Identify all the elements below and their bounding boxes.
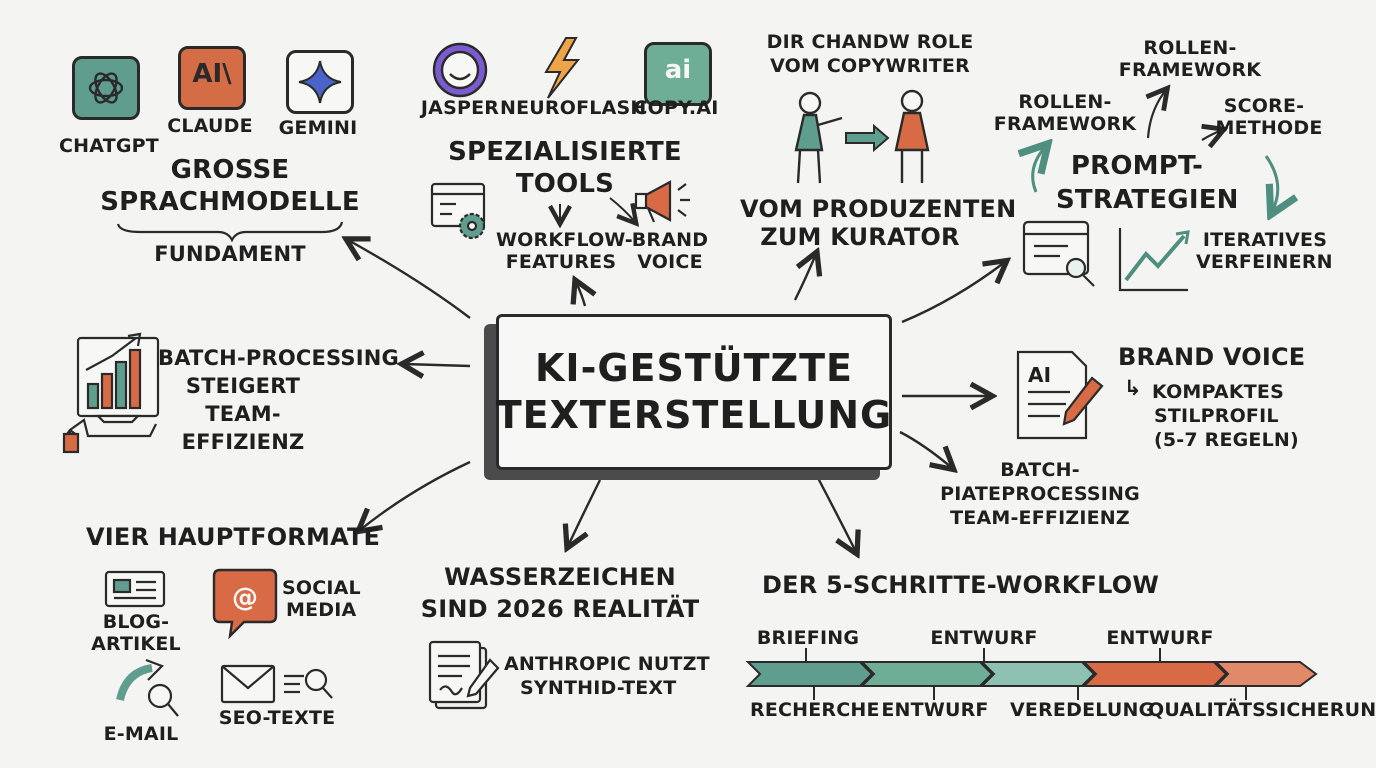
workflow-step-recherche: RECHERCHE — [750, 699, 880, 721]
arrow-to-watermark — [568, 479, 602, 546]
role-bottom-line1: VOM PRODUZENTEN — [740, 195, 1017, 223]
arrow-to-prompt — [901, 262, 1005, 324]
tools-title-line1: SPEZIALISIERTE — [448, 137, 682, 167]
rollen-top-line2: FRAMEWORK — [1118, 59, 1262, 81]
prompt-title-line1: PROMPT- — [1070, 151, 1204, 181]
tools-sub-workflow-2: FEATURES — [505, 251, 617, 273]
arrow-to-llm — [348, 240, 471, 319]
llm-title-line1: GROSSE — [170, 155, 290, 185]
watermark-title-line1: WASSERZEICHEN — [444, 563, 676, 591]
central-title-line1: KI-GESTÜTZTE — [534, 345, 853, 390]
jasper-label: JASPER — [420, 97, 500, 119]
arrow-to-workflow — [816, 477, 856, 552]
arrow-to-batch-left — [404, 364, 471, 366]
arrow-to-batch-right — [899, 430, 952, 468]
rollen-left-line2: FRAMEWORK — [993, 113, 1137, 135]
rising-chart-drawing — [1118, 228, 1190, 292]
arrow-to-formats — [360, 460, 471, 530]
batch-left-line1: BATCH-PROCESSING — [158, 346, 399, 370]
copyai-icon-text: ai — [664, 55, 692, 85]
workflow-ribbon — [745, 661, 1318, 687]
format-social-line2: MEDIA — [286, 599, 357, 621]
format-blog-line2: ARTIKEL — [91, 633, 181, 655]
rollen-left-line1: ROLLEN- — [1018, 91, 1112, 113]
batch-chart-drawing — [62, 332, 160, 454]
score-line1: SCORE- — [1223, 95, 1305, 117]
iterativ-line1: ITERATIVES — [1202, 229, 1328, 251]
chatgpt-label: CHATGPT — [59, 135, 159, 157]
tools-sub-brand-2: VOICE — [637, 251, 703, 273]
iterativ-line2: VERFEINERN — [1196, 251, 1333, 273]
batch-right-line3: TEAM-EFFIZIENZ — [950, 507, 1130, 529]
email-icon-drawing — [116, 658, 179, 717]
brand-voice-title: BRAND VOICE — [1118, 343, 1306, 371]
prompt-title-line2: STRATEGIEN — [1056, 185, 1239, 215]
gemini-label: GEMINI — [278, 117, 358, 139]
batch-right-line2: PIATEPROCESSING — [940, 483, 1140, 505]
arrow-to-tools — [576, 282, 585, 307]
role-arrow — [845, 123, 890, 153]
watermark-title-line2: SIND 2026 REALITÄT — [420, 595, 700, 623]
llm-brace — [116, 221, 344, 243]
copyai-icon[interactable]: ai — [644, 42, 712, 106]
workflow-step-briefing: BRIEFING — [756, 627, 860, 649]
workflow-gear-drawing — [430, 182, 486, 240]
watermark-sub-line1: ANTHROPIC NUTZT — [504, 653, 710, 675]
llm-subtitle: FUNDAMENT — [154, 242, 306, 266]
signed-document-drawing — [428, 640, 500, 710]
format-social-line1: SOCIAL — [282, 577, 361, 599]
brand-voice-arrow: ↳ — [1124, 376, 1142, 400]
claude-label: CLAUDE — [167, 115, 253, 137]
role-bottom-line2: ZUM KURATOR — [760, 223, 960, 251]
claude-icon[interactable]: AI\ — [178, 46, 246, 110]
formats-title: VIER HAUPTFORMATE — [86, 523, 381, 551]
tools-sub-brand-1: BRAND — [631, 229, 709, 251]
score-line2: METHODE — [1215, 117, 1323, 139]
seo-icon-drawing — [220, 664, 333, 704]
jasper-face-drawing — [432, 42, 488, 98]
brand-voice-line3: (5-7 REGELN) — [1154, 429, 1299, 451]
workflow-step-qualitaet: QUALITÄTSSICHERUNG — [1148, 699, 1376, 721]
batch-left-line3: TEAM- — [205, 402, 281, 426]
llm-title-line2: SPRACHMODELLE — [100, 187, 360, 217]
neuroflash-label: NEUROFLASH — [500, 97, 647, 119]
batch-left-line2: STEIGERT — [185, 374, 301, 398]
arrow-to-role — [793, 254, 816, 301]
doc-ai-label: AI — [1028, 363, 1052, 387]
neuroflash-bolt-drawing — [544, 37, 581, 99]
curator-figure — [894, 89, 930, 183]
svg-text:@: @ — [232, 583, 258, 613]
browser-search-drawing — [1022, 220, 1095, 287]
gemini-icon[interactable] — [286, 50, 354, 114]
workflow-step-entwurf-top2: ENTWURF — [1106, 627, 1214, 649]
central-topic-box[interactable]: KI-GESTÜTZTE TEXTERSTELLUNG — [496, 314, 892, 470]
copyai-label: COPY.AI — [633, 97, 719, 119]
central-title-line2: TEXTERSTELLUNG — [495, 393, 893, 437]
blog-icon-drawing — [104, 570, 166, 608]
role-top-line2: VOM COPYWRITER — [770, 55, 970, 77]
workflow-title: DER 5-SCHRITTE-WORKFLOW — [762, 571, 1160, 599]
workflow-step-veredelung: VEREDELUNG — [1010, 699, 1155, 721]
tools-sub-workflow-1: WORKFLOW- — [496, 229, 633, 251]
format-seo-label: SEO-TEXTE — [218, 707, 336, 729]
megaphone-drawing — [634, 180, 690, 223]
tools-title-line2: TOOLS — [515, 169, 615, 199]
batch-left-line4: EFFIZIENZ — [181, 430, 305, 454]
format-blog-line1: BLOG- — [102, 611, 170, 633]
brand-voice-line1: KOMPAKTES — [1152, 381, 1284, 403]
chatgpt-icon[interactable] — [72, 56, 140, 120]
batch-right-line1: BATCH- — [1000, 459, 1080, 481]
brand-voice-line2: STILPROFIL — [1154, 405, 1279, 427]
rollen-top-line1: ROLLEN- — [1143, 37, 1237, 59]
social-icon-drawing: @ — [212, 568, 278, 640]
format-email-label: E-MAIL — [103, 723, 179, 745]
role-top-line1: DIR CHANDW ROLE — [766, 31, 974, 53]
watermark-sub-line2: SYNTHID-TEXT — [520, 677, 677, 699]
ai-document-drawing — [1016, 350, 1104, 440]
workflow-step-entwurf-bottom: ENTWURF — [881, 699, 989, 721]
workflow-step-entwurf-top1: ENTWURF — [930, 627, 1038, 649]
copywriter-figure — [794, 91, 843, 184]
claude-icon-text: AI\ — [192, 59, 232, 89]
